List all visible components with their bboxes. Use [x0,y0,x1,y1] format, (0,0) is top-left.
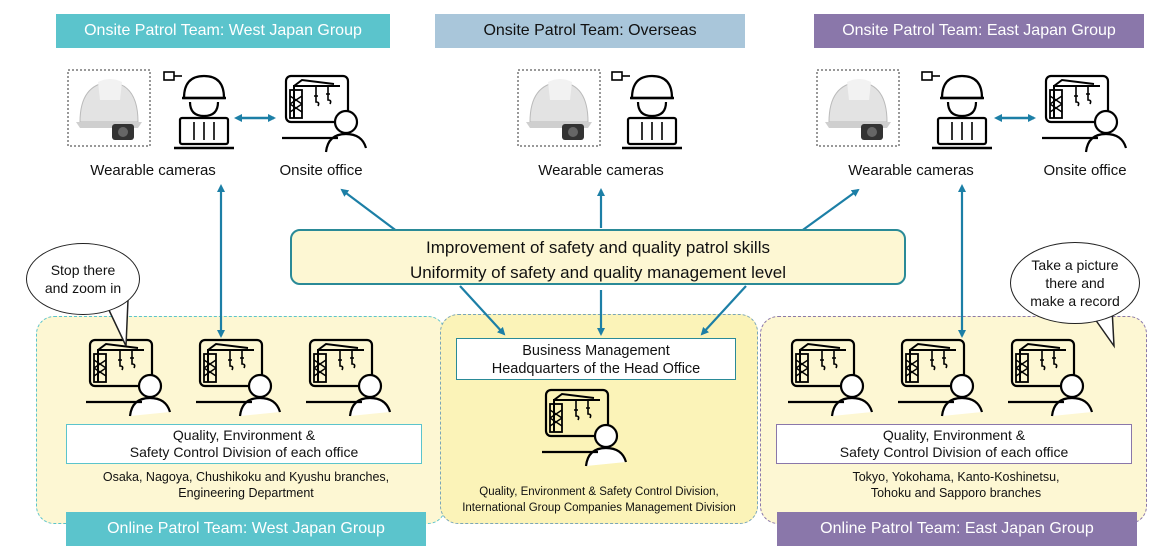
hq-division-line2: International Group Companies Management… [462,502,736,514]
center-goal-line2: Uniformity of safety and quality managem… [409,263,787,282]
west-branches-text: Osaka, Nagoya, Chushikoku and Kyushu bra… [56,469,436,501]
west-division-line2: Safety Control Division of each office [129,444,359,460]
east-bubble-line3: make a record [1030,293,1120,309]
header-overseas-onsite: Onsite Patrol Team: Overseas [435,14,745,48]
east-branches-text: Tokyo, Yokohama, Kanto-Koshinetsu, Tohok… [766,469,1146,501]
west-branches-line2: Engineering Department [178,486,314,500]
east-division-line2: Safety Control Division of each office [839,444,1069,460]
overseas-wearable-cameras-label: Wearable cameras [538,162,664,179]
east-wearable-cameras-label: Wearable cameras [848,162,974,179]
west-wearable-cameras-label: Wearable cameras [90,162,216,179]
west-bubble-line1: Stop there [50,262,116,278]
hq-division-line1: Quality, Environment & Safety Control Di… [479,486,719,498]
west-onsite-office-label: Onsite office [279,162,363,179]
west-bubble-line2: and zoom in [44,280,122,296]
header-west-online: Online Patrol Team: West Japan Group [66,512,426,546]
center-goal-line1: Improvement of safety and quality patrol… [426,238,770,257]
east-bubble-line1: Take a picture [1031,257,1119,273]
hq-divisions-text: Quality, Environment & Safety Control Di… [444,484,754,516]
east-speech-bubble: Take a picture there and make a record [1010,242,1140,324]
hq-title-line2: Headquarters of the Head Office [491,361,701,377]
east-division-box: Quality, Environment & Safety Control Di… [776,424,1132,464]
west-division-line1: Quality, Environment & [172,427,316,443]
hq-title-line1: Business Management [522,343,670,359]
east-division-line1: Quality, Environment & [882,427,1026,443]
east-bubble-line2: there and [1045,275,1105,291]
west-branches-line1: Osaka, Nagoya, Chushikoku and Kyushu bra… [102,470,390,484]
east-branches-line1: Tokyo, Yokohama, Kanto-Koshinetsu, [852,470,1060,484]
header-east-onsite: Onsite Patrol Team: East Japan Group [814,14,1144,48]
west-speech-bubble: Stop there and zoom in [26,243,140,315]
hq-title-box: Business Management Headquarters of the … [456,338,736,380]
header-east-online: Online Patrol Team: East Japan Group [777,512,1137,546]
east-onsite-office-label: Onsite office [1043,162,1127,179]
header-west-onsite: Onsite Patrol Team: West Japan Group [56,14,390,48]
center-goal-box: Improvement of safety and quality patrol… [290,229,906,285]
west-division-box: Quality, Environment & Safety Control Di… [66,424,422,464]
east-branches-line2: Tohoku and Sapporo branches [870,486,1042,500]
